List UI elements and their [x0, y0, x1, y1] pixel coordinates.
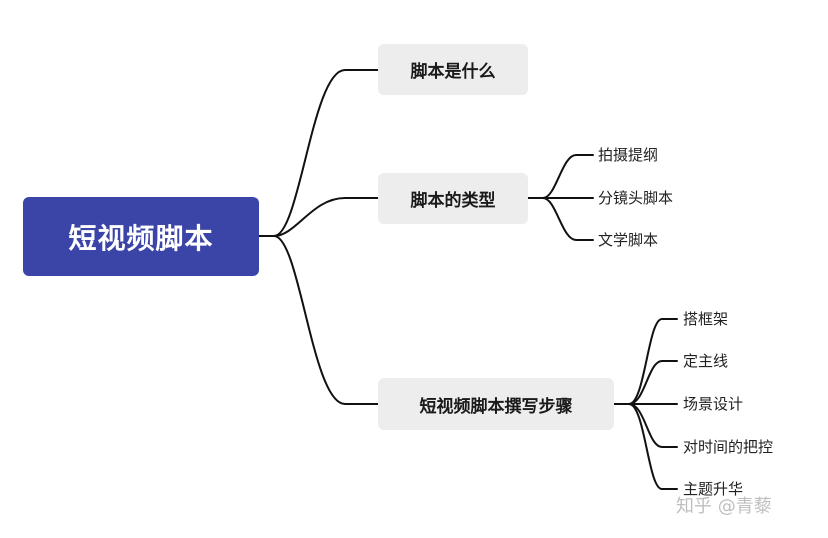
leaf-theme-sublimation: 主题升华: [683, 480, 744, 498]
leaf-storyboard-script: 分镜头脚本: [598, 189, 674, 207]
leaf-main-line: 定主线: [683, 352, 729, 370]
branch-label: 脚本是什么: [410, 62, 496, 82]
leaf-shooting-outline: 拍摄提纲: [598, 146, 659, 164]
root-node: 短视频脚本: [23, 197, 259, 276]
connector-root-branch-2: [273, 197, 379, 237]
watermark: 知乎 @青藜: [676, 496, 772, 517]
leaf-scene-design: 场景设计: [683, 395, 744, 413]
connector-root-branch-1: [258, 69, 379, 237]
branch-what-is-script: 脚本是什么: [378, 44, 528, 95]
connector-b2-leaf-3: [542, 197, 594, 241]
leaf-build-framework: 搭框架: [683, 310, 729, 328]
connector-b3-leaf-2: [628, 360, 678, 405]
connector-b3-leaf-1: [628, 318, 678, 405]
branch-writing-steps: 短视频脚本撰写步骤: [378, 378, 614, 430]
leaf-literary-script: 文学脚本: [598, 231, 659, 249]
branch-script-types: 脚本的类型: [378, 173, 528, 224]
connector-b3-leaf-4: [628, 403, 678, 448]
leaf-time-control: 对时间的把控: [683, 438, 774, 456]
branch-label: 短视频脚本撰写步骤: [419, 396, 573, 417]
connector-b2-leaf-1: [542, 154, 594, 199]
root-label: 短视频脚本: [68, 221, 214, 255]
branch-label: 脚本的类型: [410, 191, 496, 211]
connector-b3-leaf-5: [628, 403, 678, 490]
connector-root-branch-3: [273, 235, 379, 405]
